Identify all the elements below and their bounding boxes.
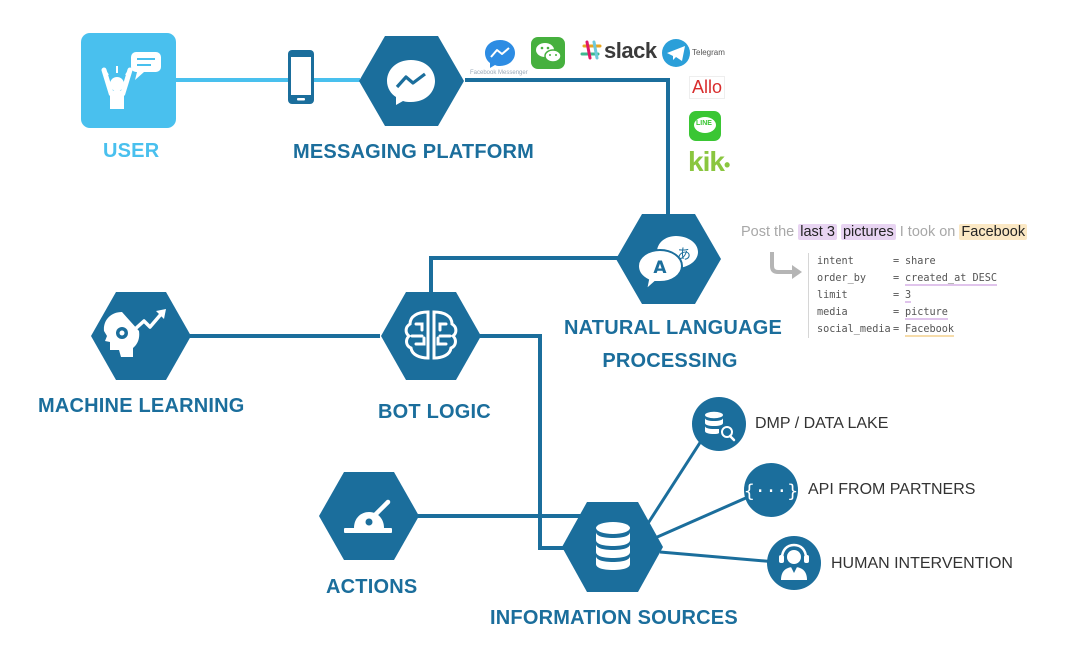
source-human-circle [767,536,821,590]
bot-to-sources-connector [480,334,565,550]
svg-text:A: A [653,258,667,278]
field-equals: = [893,324,900,335]
field-row: media = picture [817,304,997,321]
user-label: USER [103,140,160,162]
actions-label: ACTIONS [326,576,418,598]
sources-to-human-connector [659,550,789,565]
allo-logo: Allo [689,76,726,99]
user-cheering-icon [101,52,161,109]
field-key: intent [817,256,854,267]
nlp-label-line2: PROCESSING [602,350,738,372]
slack-wordmark: slack [604,38,657,63]
bot-logic-node [381,292,481,380]
bot-logic-label: BOT LOGIC [378,401,491,423]
messenger-to-nlp-connector [465,78,670,215]
lever-switch-icon [344,499,392,533]
messaging-platform-node [359,36,464,126]
slack-hash-logo [580,40,602,60]
kik-dot-icon: • [723,155,730,175]
phone-icon [288,50,314,104]
wechat-logo [531,37,565,69]
parse-arrow-icon [770,252,802,279]
field-equals: = [893,307,900,318]
telegram-wordmark: Telegram [692,48,725,57]
field-value: picture [905,307,948,320]
field-key: social_media [817,324,891,335]
field-value: created_at DESC [905,273,998,286]
actions-node [319,472,419,560]
field-equals: = [893,290,900,301]
messenger-logo [485,40,515,68]
information-sources-label: INFORMATION SOURCES [490,607,738,629]
messaging-platform-label: MESSAGING PLATFORM [293,141,535,163]
field-value: Facebook [905,324,955,337]
machine-learning-node [91,292,191,380]
database-search-icon [705,411,736,442]
sentence-prefix: Post the [741,224,799,240]
headset-operator-icon [779,543,809,580]
source-api-circle: {···} [744,463,798,517]
nlp-parsed-fields: intent = share order_by = created_at DESC li… [808,253,998,338]
nlp-example-sentence: Post the last 3 pictures I took on Faceb… [741,224,1028,240]
source-label-dmp: DMP / DATA LAKE [755,415,889,432]
field-row: order_by = created_at DESC [817,270,998,287]
sentence-middle: I took on [895,224,960,240]
messenger-icon [387,60,435,105]
translate-bubbles-icon: A あ [636,236,698,293]
svg-text:あ: あ [677,247,691,263]
field-value: share [905,256,936,267]
machine-learning-label: MACHINE LEARNING [38,395,245,417]
source-dmp-circle [692,397,746,451]
nlp-node: A あ [616,214,721,304]
telegram-logo [662,39,690,67]
highlight-pictures: pictures [840,224,896,240]
kik-wordmark: kik [688,146,725,177]
highlight-last-3: last 3 [798,224,837,240]
field-row: social_media= Facebook [817,321,997,338]
curly-braces-icon: {···} [744,481,798,502]
nlp-label-line1: NATURAL LANGUAGE [564,317,783,339]
information-sources-node [562,502,663,592]
highlight-facebook: Facebook [959,224,1028,240]
nlp-to-bot-connector [429,256,620,295]
field-row: intent = share [817,253,997,270]
kik-logo: kik• [688,146,730,178]
field-row: limit = 3 [817,287,997,304]
line-wordmark: LINE [696,120,712,127]
field-key: order_by [817,273,867,284]
user-node [81,33,176,128]
head-gear-growth-icon [103,309,166,357]
field-equals: = [893,256,900,267]
connectors [176,78,789,565]
field-key: limit [817,290,848,301]
brain-circuit-icon [404,310,458,360]
source-label-api: API FROM PARTNERS [808,481,976,498]
database-icon [596,522,630,570]
messenger-caption: Facebook Messenger [470,70,528,76]
source-label-human: HUMAN INTERVENTION [831,555,1013,572]
field-value: 3 [905,290,912,303]
field-equals: = [893,273,900,284]
field-key: media [817,307,848,318]
line-logo [689,111,721,141]
